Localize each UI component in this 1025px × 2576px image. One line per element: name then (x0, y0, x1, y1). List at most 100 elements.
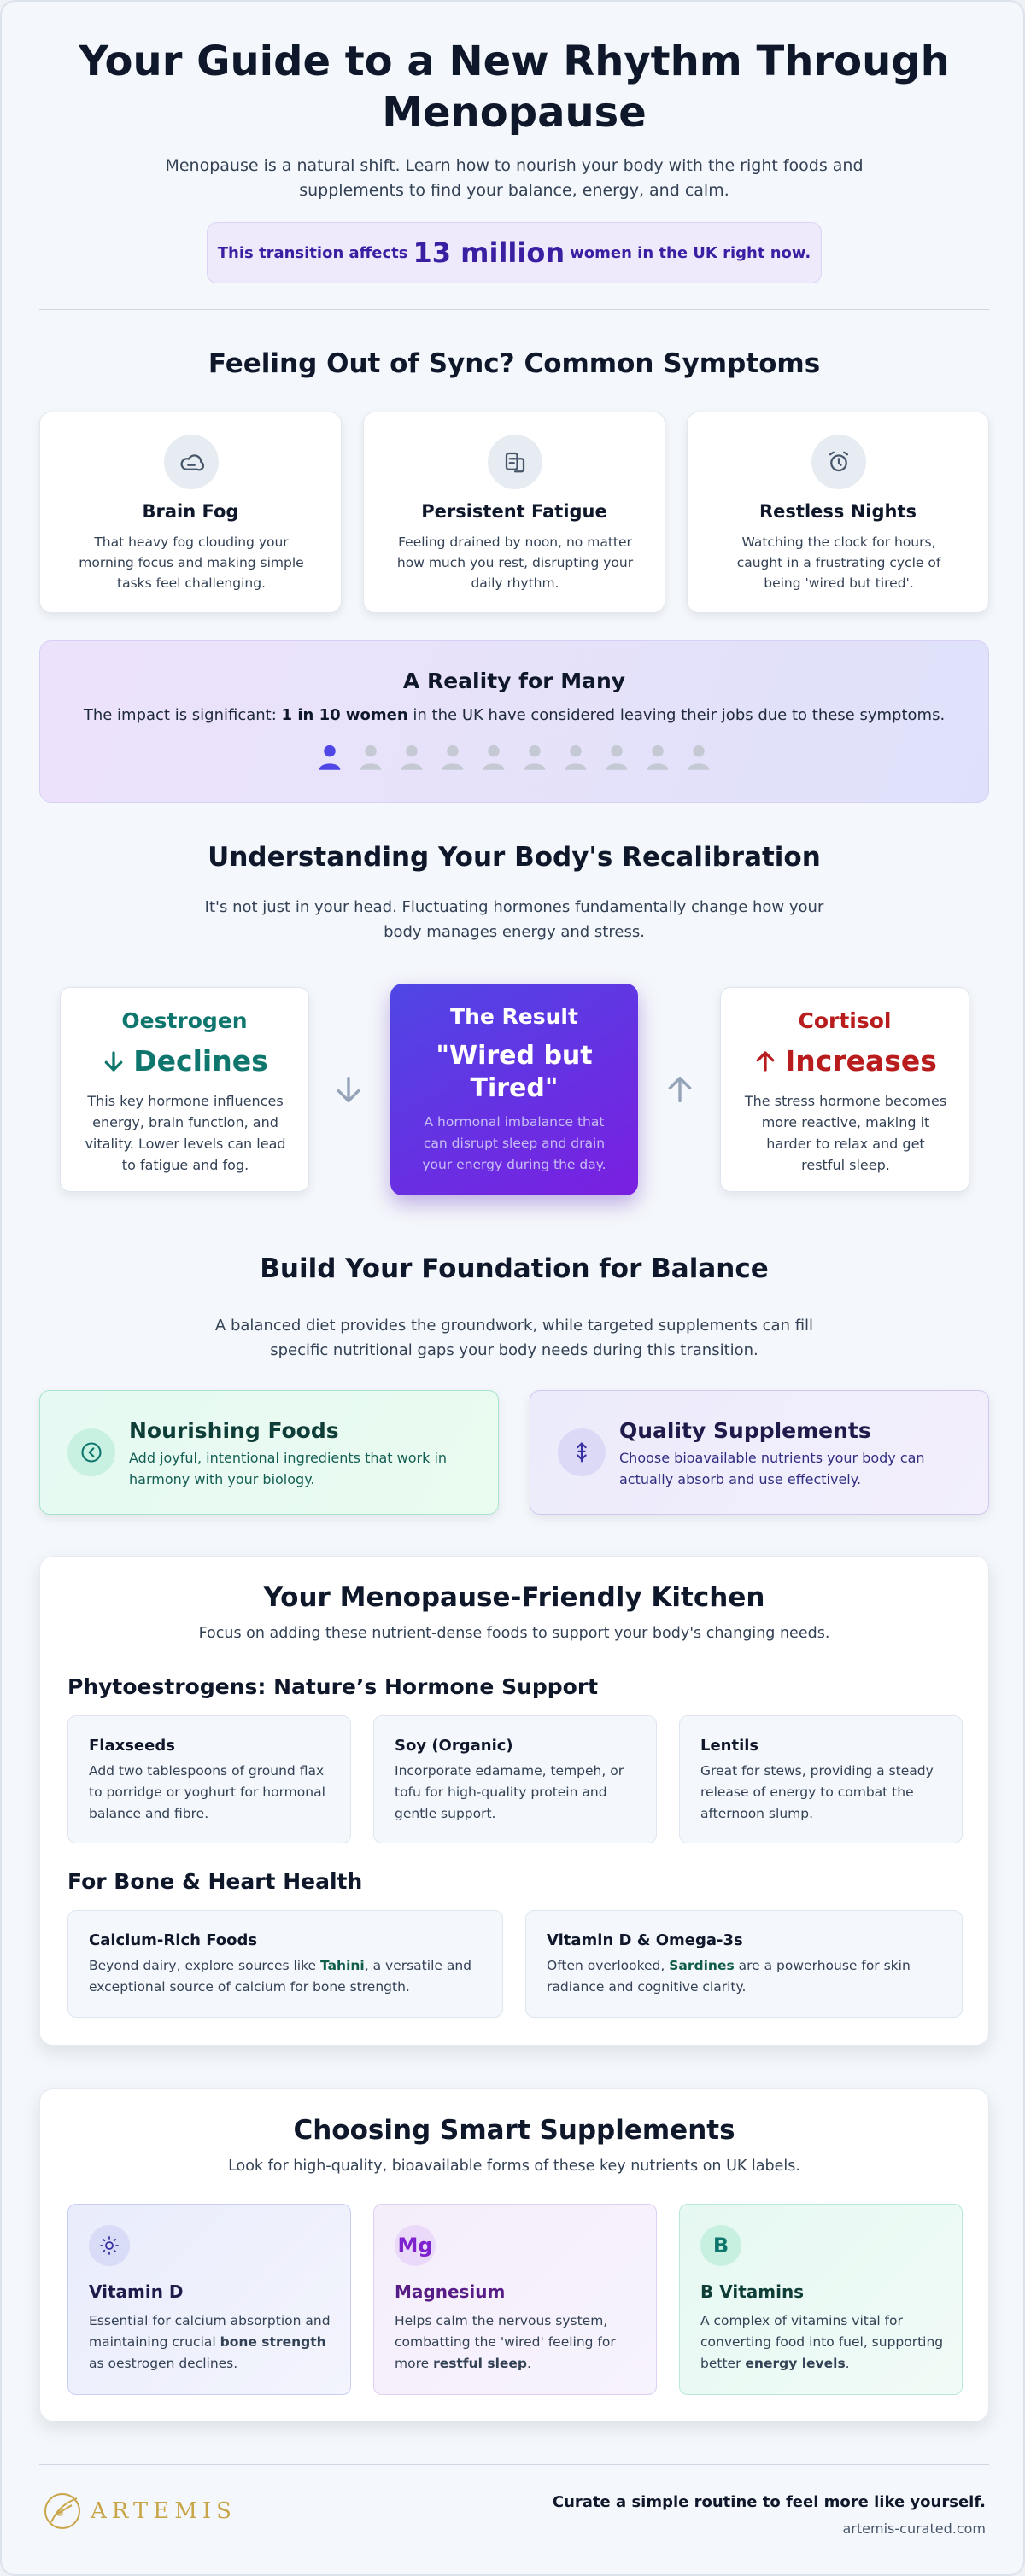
supplement-desc-bold: restful sleep (433, 2356, 528, 2371)
vitd-desc-bold: Sardines (669, 1958, 735, 1973)
food-card-soy: Soy (Organic) Incorporate edamame, tempe… (373, 1715, 657, 1843)
sun-icon (89, 2225, 130, 2266)
stat-pill: This transition affects 13 million women… (207, 222, 822, 283)
person-icon (442, 745, 464, 770)
arrow-down-icon (104, 1050, 123, 1072)
food-card-flaxseeds: Flaxseeds Add two tablespoons of ground … (67, 1715, 351, 1843)
supplement-desc-pre: A complex of vitamins vital for converti… (700, 2313, 944, 2371)
divider (39, 309, 989, 310)
person-icon-highlighted (319, 745, 341, 770)
supplement-desc: A complex of vitamins vital for converti… (700, 2310, 948, 2374)
person-icon (688, 745, 710, 770)
b-vitamins-badge: B (700, 2225, 741, 2266)
symptom-desc: Feeling drained by noon, no matter how m… (396, 534, 634, 591)
person-icon (401, 745, 423, 770)
supplement-desc: Helps calm the nervous system, combattin… (395, 2310, 642, 2374)
food-title: Vitamin D & Omega-3s (547, 1931, 743, 1949)
result-label: The Result (450, 1004, 578, 1029)
food-title: Soy (Organic) (395, 1737, 513, 1755)
reality-text-prefix: The impact is significant: (83, 706, 277, 724)
symptom-title: Restless Nights (759, 501, 917, 522)
page-title: Your Guide to a New Rhythm Through Menop… (79, 38, 950, 137)
supplements-panel-title: Choosing Smart Supplements (293, 2115, 735, 2146)
symptom-title: Persistent Fatigue (421, 501, 607, 522)
oestrogen-name: Oestrogen (121, 1008, 248, 1033)
result-quote: "Wired but Tired" (436, 1041, 593, 1103)
food-desc: Add two tablespoons of ground flax to po… (89, 1763, 325, 1821)
magnesium-badge: Mg (395, 2225, 436, 2266)
food-desc: Incorporate edamame, tempeh, or tofu for… (395, 1763, 624, 1821)
food-desc: Great for stews, providing a steady rele… (700, 1763, 934, 1821)
kitchen-subtitle: Focus on adding these nutrient-dense foo… (198, 1625, 830, 1642)
food-card-vitamin-d-omega: Vitamin D & Omega-3s Often overlooked, S… (525, 1910, 963, 2018)
kitchen-title: Your Menopause-Friendly Kitchen (263, 1582, 765, 1613)
phyto-heading: Phytoestrogens: Nature’s Hormone Support (67, 1674, 599, 1699)
reality-title: A Reality for Many (402, 669, 626, 693)
symptom-card-restless-nights: Restless Nights Watching the clock for h… (687, 412, 989, 613)
stat-prefix: This transition affects (217, 243, 408, 262)
oestrogen-desc: This key hormone influences energy, brai… (85, 1093, 286, 1173)
cortisol-direction: Increases (721, 1044, 969, 1078)
supplement-desc-pre: Helps calm the nervous system, combattin… (395, 2313, 616, 2371)
person-icon (647, 745, 669, 770)
foundation-subtitle: A balanced diet provides the groundwork,… (214, 1317, 814, 1359)
calcium-desc-post: , a versatile and exceptional source of … (89, 1958, 472, 1995)
bone-heading: For Bone & Heart Health (67, 1869, 363, 1894)
calcium-desc-bold: Tahini (320, 1958, 365, 1973)
symptoms-title: Feeling Out of Sync? Common Symptoms (208, 348, 821, 379)
supplements-title: Quality Supplements (619, 1418, 871, 1443)
cloud-icon (164, 435, 219, 489)
brand-logo: ARTEMIS (41, 2490, 237, 2532)
person-icon (483, 745, 505, 770)
supplement-desc: Essential for calcium absorption and mai… (89, 2310, 337, 2374)
supplements-panel: Choosing Smart Supplements Look for high… (39, 2088, 989, 2421)
food-title: Lentils (700, 1737, 759, 1755)
body-subtitle: It's not just in your head. Fluctuating … (204, 898, 824, 941)
vitd-desc-post: are a powerhouse for skin radiance and c… (547, 1958, 911, 1995)
alarm-clock-icon (811, 435, 866, 489)
supplement-title: Vitamin D (89, 2281, 184, 2302)
footer-url[interactable]: artemis-curated.com (842, 2521, 987, 2537)
result-card: The Result "Wired but Tired" A hormonal … (390, 984, 638, 1195)
symptom-card-fatigue: Persistent Fatigue Feeling drained by no… (363, 412, 665, 613)
food-desc: Beyond dairy, explore sources like Tahin… (89, 1955, 490, 1998)
arrow-down-icon (337, 1077, 360, 1102)
body-title: Understanding Your Body's Recalibration (208, 842, 821, 873)
reality-text: The impact is significant: 1 in 10 women… (40, 706, 988, 724)
nourishing-foods-card: Nourishing Foods Add joyful, intentional… (39, 1390, 499, 1515)
supplement-card-vitamin-d: Vitamin D Essential for calcium absorpti… (67, 2204, 351, 2395)
compass-icon (67, 1428, 115, 1476)
reality-text-bold: 1 in 10 women (281, 706, 408, 724)
supplement-title: Magnesium (395, 2281, 506, 2302)
oestrogen-direction-label: Declines (133, 1044, 268, 1078)
result-desc: A hormonal imbalance that can disrupt sl… (422, 1114, 606, 1172)
kitchen-panel: Your Menopause-Friendly Kitchen Focus on… (39, 1556, 989, 2046)
brand-name: ARTEMIS (91, 2498, 237, 2524)
cortisol-card: Cortisol Increases The stress hormone be… (720, 987, 969, 1192)
battery-icon (488, 435, 542, 489)
vitd-desc-pre: Often overlooked, (547, 1958, 665, 1973)
arrow-up-icon (668, 1077, 692, 1102)
supplement-desc-post: . (845, 2356, 850, 2371)
oestrogen-direction: Declines (61, 1044, 308, 1078)
supplement-desc-pre: Essential for calcium absorption and mai… (89, 2313, 331, 2350)
calcium-desc-pre: Beyond dairy, explore sources like (89, 1958, 317, 1973)
foundation-title: Build Your Foundation for Balance (260, 1253, 769, 1284)
symptom-desc: That heavy fog clouding your morning foc… (79, 534, 304, 591)
supplement-card-b-vitamins: B B Vitamins A complex of vitamins vital… (679, 2204, 963, 2395)
footer-tagline: Curate a simple routine to feel more lik… (552, 2493, 986, 2511)
reality-box: A Reality for Many The impact is signifi… (39, 640, 989, 803)
cortisol-name: Cortisol (798, 1008, 892, 1033)
hero-subtitle: Menopause is a natural shift. Learn how … (165, 156, 864, 200)
reality-text-suffix: in the UK have considered leaving their … (413, 706, 946, 724)
supplement-desc-post: as oestrogen declines. (89, 2356, 238, 2371)
supplements-desc: Choose bioavailable nutrients your body … (619, 1450, 925, 1487)
person-icon (524, 745, 546, 770)
food-card-lentils: Lentils Great for stews, providing a ste… (679, 1715, 963, 1843)
stat-suffix: women in the UK right now. (570, 243, 811, 262)
food-title: Calcium-Rich Foods (89, 1931, 258, 1949)
supplement-desc-post: . (527, 2356, 531, 2371)
supplements-panel-subtitle: Look for high-quality, bioavailable form… (228, 2158, 800, 2175)
person-icon (360, 745, 382, 770)
